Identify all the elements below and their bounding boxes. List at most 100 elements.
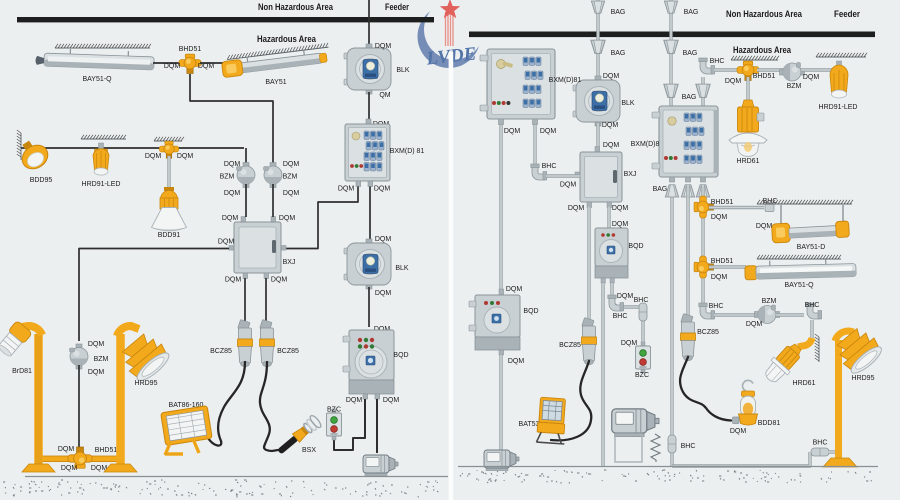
- svg-text:DQM: DQM: [375, 43, 392, 50]
- svg-text:BHC: BHC: [805, 302, 820, 309]
- svg-text:DQM: DQM: [612, 205, 629, 212]
- svg-text:HRD95: HRD95: [852, 375, 875, 382]
- svg-text:BCZ85: BCZ85: [697, 329, 719, 336]
- svg-text:DQM: DQM: [279, 215, 296, 222]
- svg-text:BZC: BZC: [635, 372, 649, 379]
- svg-text:BXM(D) 81: BXM(D) 81: [390, 148, 425, 155]
- svg-text:BHD51: BHD51: [95, 447, 118, 454]
- svg-text:BAY51: BAY51: [265, 79, 286, 86]
- svg-text:DQM: DQM: [283, 161, 300, 168]
- svg-text:QM: QM: [379, 92, 390, 99]
- svg-text:DQM: DQM: [374, 186, 391, 193]
- svg-text:DQM: DQM: [224, 190, 241, 197]
- svg-text:DQM: DQM: [711, 214, 728, 221]
- svg-text:DQM: DQM: [375, 290, 392, 297]
- svg-text:DQM: DQM: [603, 142, 620, 149]
- svg-text:DQM: DQM: [603, 73, 620, 80]
- svg-text:DQM: DQM: [58, 446, 75, 453]
- svg-text:DQM: DQM: [177, 153, 194, 160]
- svg-text:BSX: BSX: [302, 447, 316, 454]
- svg-text:BAT86-160: BAT86-160: [169, 402, 204, 409]
- svg-text:Hazardous Area: Hazardous Area: [733, 45, 792, 56]
- svg-text:BHC: BHC: [613, 313, 628, 320]
- svg-text:DQM: DQM: [375, 236, 392, 243]
- svg-text:DQM: DQM: [730, 428, 747, 435]
- svg-text:DQM: DQM: [621, 340, 638, 347]
- svg-text:HRD61: HRD61: [737, 158, 760, 165]
- svg-text:DQM: DQM: [91, 465, 108, 472]
- svg-text:BHC: BHC: [709, 303, 724, 310]
- svg-text:Non Hazardous Area: Non Hazardous Area: [258, 2, 334, 13]
- svg-text:DQM: DQM: [506, 286, 523, 293]
- svg-text:DQM: DQM: [271, 277, 288, 284]
- svg-text:BAY51-Q: BAY51-Q: [784, 282, 814, 289]
- svg-text:BZM: BZM: [762, 298, 777, 305]
- svg-text:DQM: DQM: [803, 74, 820, 81]
- svg-text:BQD: BQD: [523, 308, 538, 315]
- svg-text:BAG: BAG: [653, 186, 668, 193]
- svg-text:BrD81: BrD81: [12, 368, 32, 375]
- svg-text:DQM: DQM: [164, 63, 181, 70]
- svg-text:DQM: DQM: [225, 277, 242, 284]
- svg-text:BAG: BAG: [611, 9, 626, 16]
- svg-text:BZM: BZM: [220, 174, 235, 181]
- svg-text:DQM: DQM: [711, 274, 728, 281]
- svg-text:Hazardous Area: Hazardous Area: [257, 34, 317, 45]
- svg-text:BHC: BHC: [763, 198, 778, 205]
- svg-text:HRD95: HRD95: [135, 380, 158, 387]
- svg-text:DQM: DQM: [346, 397, 363, 404]
- svg-text:DQM: DQM: [602, 122, 619, 129]
- svg-text:BXM(D)8: BXM(D)8: [631, 141, 660, 148]
- svg-text:BCZ85: BCZ85: [559, 342, 581, 349]
- svg-text:DQM: DQM: [222, 215, 239, 222]
- svg-text:BQD: BQD: [628, 243, 643, 250]
- svg-text:BAG: BAG: [611, 50, 626, 57]
- svg-text:BQD: BQD: [393, 352, 408, 359]
- svg-text:BHD51: BHD51: [711, 199, 734, 206]
- svg-text:DQM: DQM: [383, 397, 400, 404]
- svg-text:Non Hazardous Area: Non Hazardous Area: [726, 9, 803, 20]
- svg-text:BHC: BHC: [634, 297, 649, 304]
- svg-text:BHC: BHC: [710, 58, 725, 65]
- svg-text:DQM: DQM: [560, 182, 577, 189]
- svg-text:DQM: DQM: [504, 128, 521, 135]
- svg-text:BCZ85: BCZ85: [277, 348, 299, 355]
- svg-text:BXJ: BXJ: [624, 171, 637, 178]
- svg-text:HRD91-LED: HRD91-LED: [819, 104, 858, 111]
- svg-text:DQM: DQM: [746, 321, 763, 328]
- svg-text:BZM: BZM: [283, 174, 298, 181]
- svg-text:HRD91-LED: HRD91-LED: [82, 181, 121, 188]
- svg-text:DQM: DQM: [88, 341, 105, 348]
- svg-text:BHC: BHC: [542, 163, 557, 170]
- svg-text:BAG: BAG: [682, 94, 697, 101]
- svg-text:DQM: DQM: [338, 186, 355, 193]
- svg-text:BDD81: BDD81: [758, 420, 781, 427]
- svg-text:DQM: DQM: [725, 78, 742, 85]
- svg-text:BZM: BZM: [787, 83, 802, 90]
- svg-text:BXM(D)81: BXM(D)81: [549, 77, 582, 84]
- svg-text:BHD51: BHD51: [179, 46, 202, 53]
- svg-text:DQM: DQM: [218, 239, 235, 246]
- svg-text:DQM: DQM: [88, 369, 105, 376]
- svg-text:BAY51-Q: BAY51-Q: [82, 76, 112, 83]
- svg-text:DQM: DQM: [61, 465, 78, 472]
- svg-text:BZC: BZC: [327, 407, 341, 414]
- svg-text:Feeder: Feeder: [834, 9, 860, 20]
- svg-text:BAG: BAG: [683, 50, 698, 57]
- svg-text:DQM: DQM: [508, 358, 525, 365]
- svg-text:BHD51: BHD51: [753, 73, 776, 80]
- svg-text:Feeder: Feeder: [385, 2, 409, 13]
- svg-text:BHC: BHC: [813, 440, 828, 447]
- svg-text:BLK: BLK: [621, 100, 635, 107]
- svg-text:DQM: DQM: [756, 223, 773, 230]
- svg-text:BAT53: BAT53: [519, 421, 540, 428]
- svg-text:DQM: DQM: [617, 293, 634, 300]
- svg-text:BLK: BLK: [396, 67, 410, 74]
- svg-text:BAG: BAG: [684, 9, 699, 16]
- svg-text:BDD95: BDD95: [30, 177, 53, 184]
- svg-text:BHD51: BHD51: [711, 258, 734, 265]
- svg-text:DQM: DQM: [283, 190, 300, 197]
- svg-text:DQM: DQM: [612, 221, 629, 228]
- svg-text:DQM: DQM: [224, 161, 241, 168]
- svg-text:BAY51-D: BAY51-D: [797, 244, 826, 251]
